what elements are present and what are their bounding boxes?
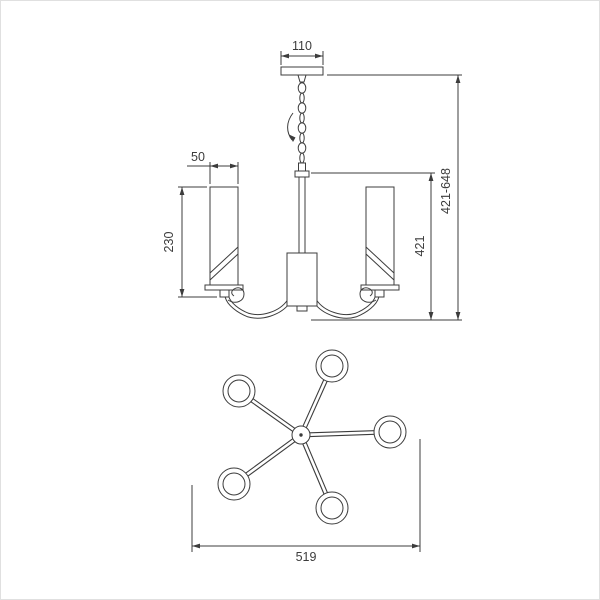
scroll-arms	[224, 296, 380, 319]
candle-right	[360, 186, 400, 298]
dimension-lines	[178, 51, 462, 552]
central-body	[286, 252, 318, 307]
scroll-curls	[227, 287, 377, 303]
candle-stem	[374, 289, 385, 298]
body-finial	[296, 305, 308, 312]
shade-highlight	[209, 246, 239, 274]
dim-canopy-width-label: 110	[292, 39, 312, 53]
dim-shade-width-label: 50	[191, 150, 205, 164]
lamp-positions	[217, 349, 407, 525]
candle-left	[204, 186, 244, 298]
dimension-labels: 110 50 230 421 421-648 519	[162, 39, 453, 564]
left-curl	[227, 287, 245, 303]
chain-hook	[298, 162, 306, 172]
drawing	[178, 51, 462, 552]
chain	[297, 82, 307, 164]
plan-view	[217, 349, 407, 525]
shade-highlight	[365, 246, 395, 274]
stem-and-body	[286, 162, 318, 312]
stem-collar	[294, 170, 310, 178]
shade-highlight	[365, 253, 395, 281]
shade-tube	[209, 186, 239, 286]
side-view	[204, 66, 400, 319]
dim-fixture-drop-label: 421	[413, 236, 427, 257]
shade-tube	[365, 186, 395, 286]
ceiling-canopy	[280, 66, 324, 83]
right-arm	[313, 296, 380, 319]
dim-shade-height-label: 230	[162, 232, 176, 253]
canopy-connector	[297, 74, 307, 83]
dim-overall-height-label: 421-648	[439, 168, 453, 214]
shade-highlight	[209, 253, 239, 281]
center-hub	[291, 425, 311, 445]
dim-overall-diameter-label: 519	[296, 550, 317, 564]
candle-stem	[219, 289, 230, 298]
dimension-arrows	[179, 53, 461, 549]
plan-arms	[245, 379, 375, 495]
left-arm	[224, 296, 291, 319]
right-curl	[359, 287, 377, 303]
adjustable-indicator	[287, 112, 296, 142]
